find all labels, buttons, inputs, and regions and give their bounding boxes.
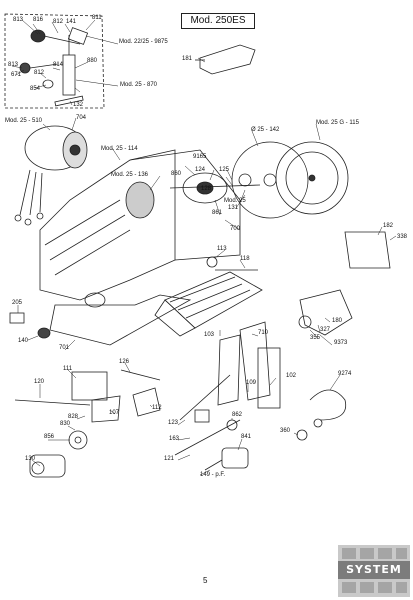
- slicer-body: [39, 149, 176, 301]
- part-label-862: 862: [232, 412, 243, 418]
- part-label-128: 128: [201, 186, 212, 192]
- model-title: Mod. 250ES: [181, 13, 255, 29]
- sharpener-post: [62, 54, 76, 96]
- part-label-140: 140: [18, 338, 29, 344]
- part-label-123: 123: [168, 420, 179, 426]
- logo-block: [396, 548, 407, 559]
- part-label-141: 141: [66, 19, 77, 25]
- part-label-814: 814: [53, 62, 64, 68]
- part-label-861: 861: [212, 210, 223, 216]
- knob-housing: [67, 27, 89, 45]
- bearing-hub: [182, 172, 228, 204]
- part-label-327: 327: [320, 327, 331, 333]
- part-label-149: 149 - p.F.: [200, 472, 226, 478]
- knob-841: [221, 447, 249, 469]
- part-label-700: 700: [230, 226, 241, 232]
- part-label-671: 671: [11, 72, 22, 78]
- part-label-112: 112: [152, 405, 162, 411]
- part-label-841: 841: [241, 434, 252, 440]
- part-label-880: 880: [87, 58, 98, 64]
- part-label-704: 704: [76, 115, 87, 121]
- logo-block: [396, 582, 407, 593]
- logo-band: [338, 561, 410, 579]
- logo-block: [378, 582, 392, 593]
- part-label-103: 103: [204, 332, 215, 338]
- model-label-25g-115: Mod. 25 G - 115: [316, 120, 359, 126]
- model-label-22-25-9875: Mod. 22/25 - 9875: [119, 39, 168, 45]
- part-label-854: 854: [30, 86, 41, 92]
- part-label-811: 811: [92, 15, 102, 21]
- blade-cover-part: [199, 44, 256, 75]
- logo-block: [342, 548, 356, 559]
- part-label-701: 701: [59, 345, 70, 351]
- part-label-118: 118: [240, 256, 250, 262]
- knob-part: [30, 29, 46, 43]
- blade-disc: [231, 141, 309, 219]
- motor-endcap: [29, 454, 66, 478]
- part-label-125: 125: [219, 167, 230, 173]
- tilt-mechanism: [71, 371, 108, 401]
- part-label-182: 182: [383, 223, 394, 229]
- part-label-113: 113: [217, 246, 227, 252]
- part-label-812b: 812: [34, 70, 45, 76]
- part-label-102: 102: [286, 373, 297, 379]
- logo-text: SYSTEM: [346, 563, 402, 576]
- part-label-816: 816: [33, 17, 44, 23]
- logo-block: [360, 582, 374, 593]
- model-label-25: Mod. 25: [224, 198, 246, 204]
- part-label-710: 710: [258, 330, 269, 336]
- cable-part: [309, 389, 347, 421]
- part-label-338: 338: [397, 234, 408, 240]
- part-label-9373: 9373: [334, 340, 348, 346]
- part-label-360: 360: [280, 428, 291, 434]
- model-label-25-510: Mod. 25 - 510: [5, 118, 43, 124]
- part-label-132: 132: [73, 102, 84, 108]
- part-label-111: 111: [63, 366, 73, 372]
- blade-guard: [275, 141, 349, 215]
- model-label-25-870: Mod. 25 - 870: [120, 82, 158, 88]
- part-label-107: 107: [109, 410, 120, 416]
- part-label-180: 180: [332, 318, 343, 324]
- part-label-828: 828: [68, 414, 79, 420]
- carriage-arm: [239, 321, 271, 401]
- part-label-9274: 9274: [338, 371, 352, 377]
- part-label-812: 812: [53, 19, 64, 25]
- part-label-131: 131: [228, 205, 239, 211]
- base-plate: [49, 294, 192, 346]
- blade-label-25-142: Ø 25 - 142: [251, 127, 280, 133]
- part-label-130: 130: [25, 456, 36, 462]
- logo-block: [378, 548, 392, 559]
- part-label-830: 830: [60, 421, 71, 427]
- part-label-205: 205: [12, 300, 23, 306]
- part-label-856: 856: [44, 434, 55, 440]
- logo-block: [360, 548, 374, 559]
- part-label-813: 813: [13, 17, 24, 23]
- pusher-arm: [299, 289, 353, 336]
- part-label-121: 121: [164, 456, 175, 462]
- part-label-126: 126: [119, 359, 130, 365]
- model-label-25-114: Mod. 25 - 114: [101, 146, 138, 152]
- part-label-860: 860: [171, 171, 182, 177]
- part-label-813b: 813: [8, 62, 19, 68]
- logo-block: [342, 582, 356, 593]
- part-label-355: 355: [310, 335, 321, 341]
- page-number: 5: [203, 576, 208, 585]
- model-label-25-136: Mod. 25 - 136: [111, 172, 149, 178]
- carriage-tray: [164, 271, 263, 329]
- part-label-109: 109: [246, 380, 257, 386]
- part-label-163: 163: [169, 436, 180, 442]
- part-label-9165: 9165: [193, 154, 207, 160]
- part-label-120: 120: [34, 379, 45, 385]
- system-logo: SYSTEM: [338, 545, 410, 597]
- part-label-181: 181: [182, 56, 193, 62]
- bracket-part: [344, 231, 391, 269]
- part-label-124: 124: [195, 167, 206, 173]
